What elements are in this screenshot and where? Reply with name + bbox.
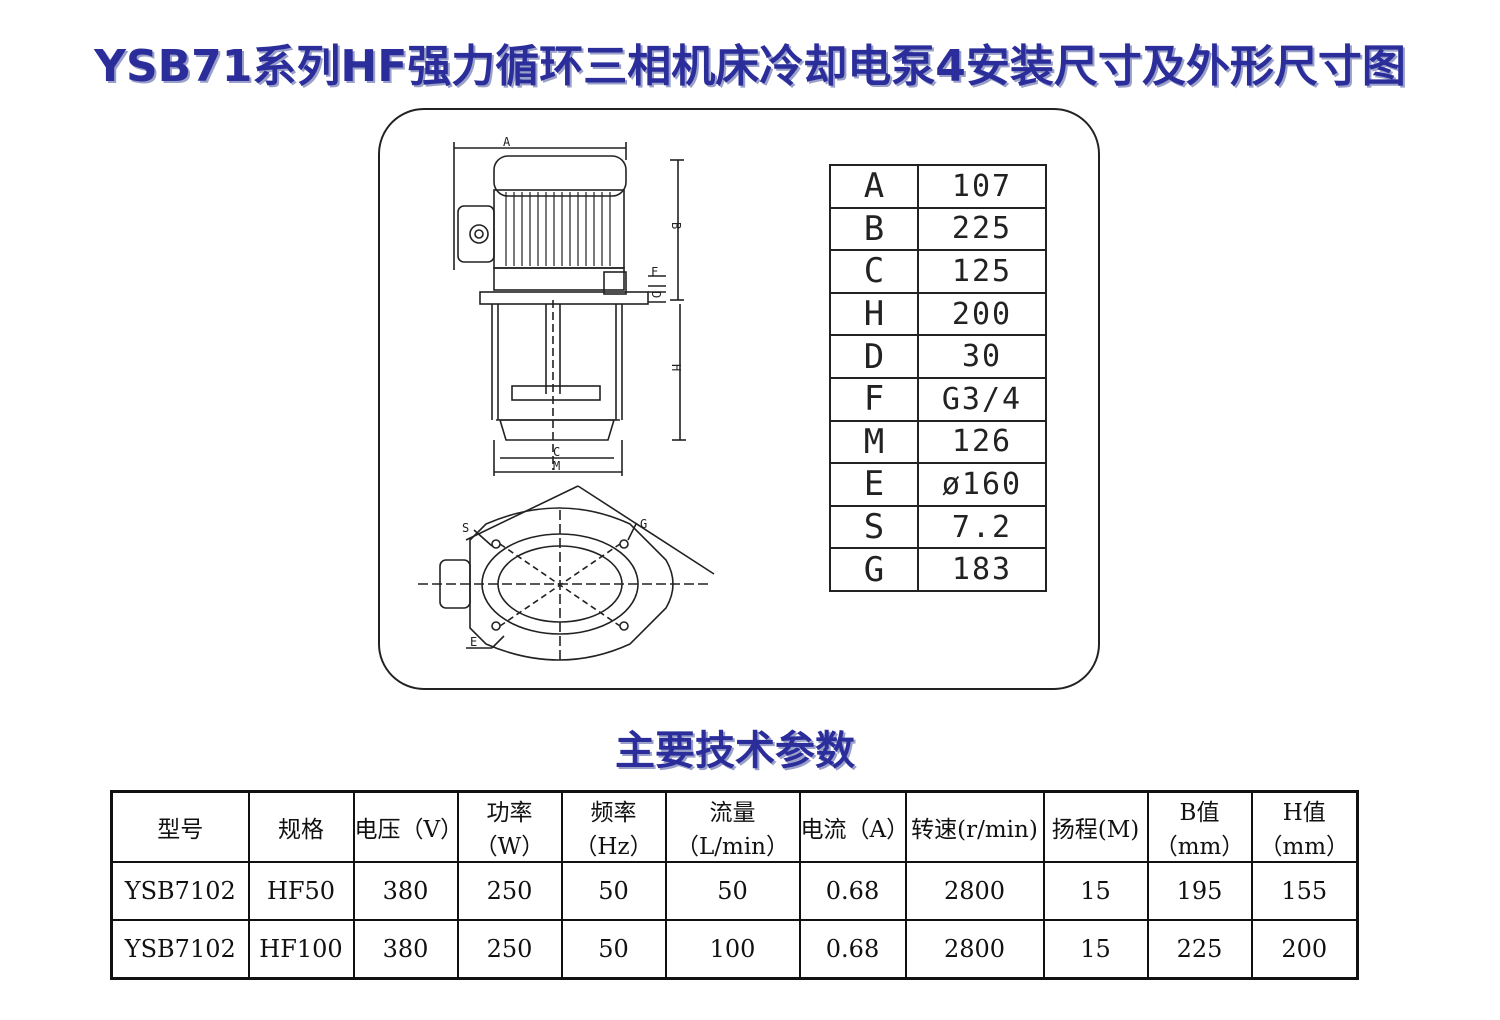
dim-key: C <box>829 249 919 294</box>
dim-key: E <box>829 462 919 507</box>
dim-key: A <box>829 164 919 209</box>
label-d: D <box>649 291 663 298</box>
label-m: M <box>553 459 560 473</box>
dim-key: F <box>829 376 919 422</box>
dim-key: D <box>829 334 919 379</box>
table-cell: 0.68 <box>798 861 907 921</box>
terminal-box <box>457 205 495 263</box>
dim-value: 7.2 <box>917 504 1047 550</box>
drawing-panel <box>378 108 1100 690</box>
label-c: C <box>553 445 560 459</box>
label-a: A <box>503 135 511 149</box>
label-b: B <box>669 222 683 229</box>
motor-fan-cover <box>493 155 627 197</box>
header-cell: 型号 <box>110 790 250 863</box>
dim-key: H <box>829 291 919 337</box>
table-cell: 250 <box>456 861 563 921</box>
pump-top-view <box>418 485 715 661</box>
table-cell: 200 <box>1250 919 1359 980</box>
label-g: G <box>640 517 647 531</box>
dim-key: S <box>829 504 919 550</box>
table-cell: YSB7102 <box>110 919 250 980</box>
table-cell: 2800 <box>904 919 1045 980</box>
table-cell: 100 <box>664 919 801 980</box>
header-cell: 频率（Hz） <box>560 790 667 863</box>
table-row: YSB7102 HF100 380 250 50 100 0.68 2800 1… <box>110 919 1359 980</box>
label-h: H <box>669 364 683 371</box>
spec-header-row: 型号 规格 电压（V） 功率（W） 频率（Hz） 流量（L/min） 电流（A）… <box>110 790 1359 863</box>
spec-table: 型号 规格 电压（V） 功率（W） 频率（Hz） 流量（L/min） 电流（A）… <box>110 790 1359 980</box>
dim-key: B <box>829 206 919 252</box>
table-cell: 195 <box>1146 861 1253 921</box>
table-cell: HF100 <box>247 919 355 980</box>
header-cell: 转速(r/min) <box>904 790 1045 863</box>
header-cell: 规格 <box>247 790 355 863</box>
label-e: E <box>470 635 477 649</box>
table-cell: 50 <box>664 861 801 921</box>
table-cell: 155 <box>1250 861 1359 921</box>
terminal-gland-icon <box>469 224 489 244</box>
header-cell: 扬程(M) <box>1042 790 1149 863</box>
table-cell: 250 <box>456 919 563 980</box>
table-cell: 225 <box>1146 919 1253 980</box>
table-cell: 380 <box>352 861 459 921</box>
dim-value: 225 <box>917 206 1047 252</box>
header-cell: 电压（V） <box>352 790 463 863</box>
pump-base <box>498 419 616 441</box>
dim-value: 30 <box>917 334 1047 379</box>
label-f: F <box>651 265 658 279</box>
table-cell: 2800 <box>904 861 1045 921</box>
table-cell: 0.68 <box>798 919 907 980</box>
dim-value: 126 <box>917 419 1047 465</box>
dim-value: 107 <box>917 164 1047 209</box>
table-cell: 380 <box>352 919 459 980</box>
dim-value: ø160 <box>917 462 1047 507</box>
dim-value: 200 <box>917 291 1047 337</box>
header-cell: B值（mm） <box>1146 790 1253 863</box>
table-cell: 50 <box>560 861 667 921</box>
table-cell: HF50 <box>247 861 355 921</box>
dim-value: 183 <box>917 547 1047 592</box>
mounting-plate <box>479 291 649 305</box>
motor-flange <box>493 267 625 291</box>
dim-value: G3/4 <box>917 376 1047 422</box>
table-cell: 15 <box>1042 919 1149 980</box>
table-cell: YSB7102 <box>110 861 250 921</box>
table-cell: 15 <box>1042 861 1149 921</box>
page-title: YSB71系列HF强力循环三相机床冷却电泵4安装尺寸及外形尺寸图 <box>94 41 1406 92</box>
header-cell: H值（mm） <box>1250 790 1359 863</box>
header-cell: 功率（W） <box>456 790 563 863</box>
header-cell: 电流（A） <box>798 790 909 863</box>
table-cell: 50 <box>560 919 667 980</box>
label-s: S <box>462 521 469 535</box>
dim-key: M <box>829 419 919 465</box>
section-title: 主要技术参数 <box>615 728 855 774</box>
dim-value: 125 <box>917 249 1047 294</box>
table-row: YSB7102 HF50 380 250 50 50 0.68 2800 15 … <box>110 861 1359 921</box>
dim-key: G <box>829 547 919 592</box>
header-cell: 流量（L/min） <box>664 790 801 863</box>
